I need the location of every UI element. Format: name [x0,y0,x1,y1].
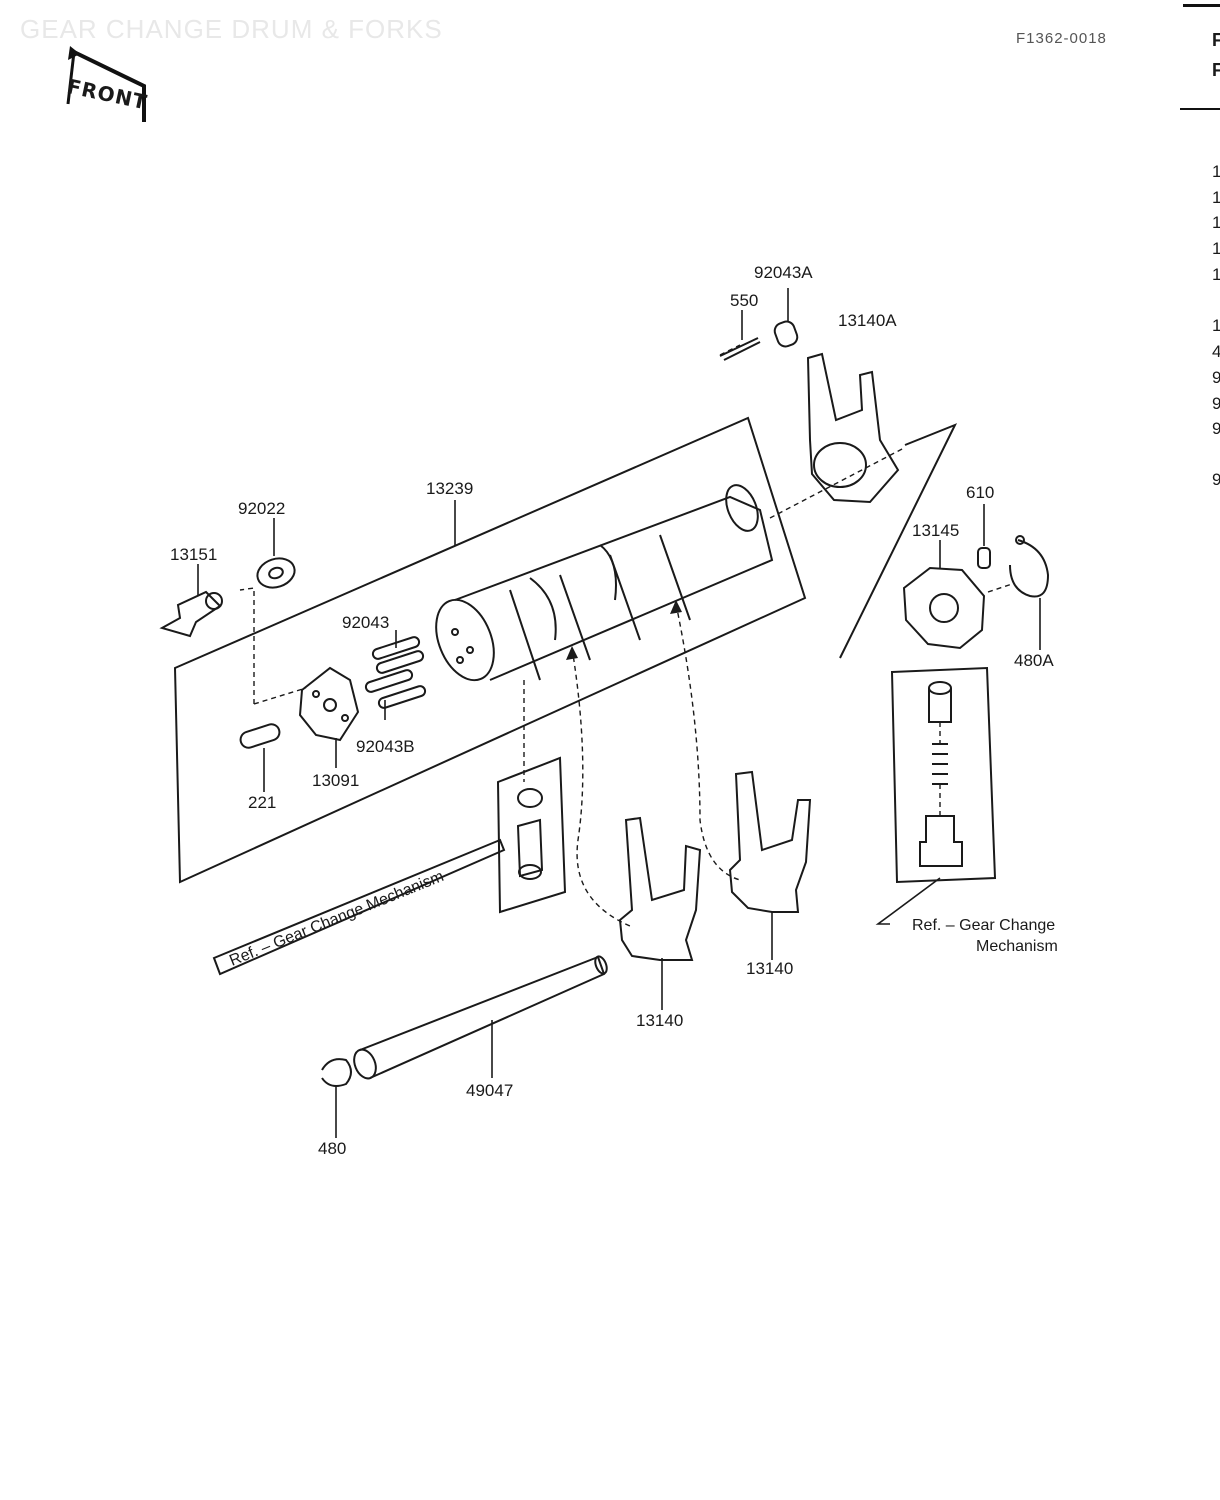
column-item: 9 [1212,470,1220,489]
fork-shaft-part [353,955,608,1080]
column-item: 1 [1212,188,1220,207]
neutral-switch-part [159,590,223,638]
shift-fork-a-part [806,352,900,504]
label-550: 550 [730,291,758,310]
cam-plate-part [902,566,986,650]
pin-cutout-frame [496,756,567,914]
circlip-480-part [321,1058,352,1087]
washer-part [256,557,296,589]
detent-plunger-part [919,681,963,867]
drum-group-frame [173,416,807,884]
pin-92043a-part [773,320,799,348]
column-item: 1 [1212,239,1220,258]
label-92043: 92043 [342,613,389,632]
ref-bar-left [212,838,506,976]
cam-group-frame [839,423,958,659]
ref-note-right-line1: Ref. – Gear Change [912,917,1055,934]
column-divider [1180,108,1220,110]
column-item: 9 [1212,368,1220,387]
ref-note-right-line2: Mechanism [976,938,1058,955]
column-item: 1 [1212,265,1220,284]
drum-end-plate-part [298,666,360,742]
label-480: 480 [318,1139,346,1158]
column-item: 1 [1212,162,1220,181]
column-item: 9 [1212,394,1220,413]
label-92043b: 92043B [356,737,415,756]
label-480a: 480A [1014,651,1054,670]
column-heading-1: F [1212,30,1220,50]
label-13140a: 13140A [838,311,897,330]
drum-pins-part [364,636,427,709]
label-13140-left: 13140 [636,1011,683,1030]
detent-cutout-frame [890,666,997,884]
shift-drum-part [435,484,774,682]
screw-part [239,723,281,749]
label-13145: 13145 [912,521,959,540]
label-92022: 92022 [238,499,285,518]
column-heading-2: F [1212,60,1220,80]
page-title: GEAR CHANGE DRUM & FORKS [20,14,443,44]
label-13091: 13091 [312,771,359,790]
column-top-rule [1183,4,1220,7]
column-item: 1 [1212,213,1220,232]
drawing-code: F1362-0018 [1016,30,1107,47]
cotter-pin-550-part [719,337,761,361]
label-13239: 13239 [426,479,473,498]
label-610: 610 [966,483,994,502]
label-221: 221 [248,793,276,812]
pin-holder-part [516,788,544,880]
column-item: 9 [1212,419,1220,438]
label-13140-right: 13140 [746,959,793,978]
ref-note-left: Ref. – Gear Change Mechanism [227,868,446,970]
shift-fork-left-part [618,816,702,961]
circlip-480a-part [1009,535,1050,598]
parts-list-column: F F 1 1 1 1 1 1 4 9 9 9 9 [1180,0,1220,520]
label-92043a: 92043A [754,263,813,282]
shift-fork-right-part [728,770,812,913]
front-arrow-icon [60,42,156,128]
label-49047: 49047 [466,1081,513,1100]
label-13151: 13151 [170,545,217,564]
pin-610-part [977,547,991,569]
column-item: 4 [1212,342,1220,361]
column-item: 1 [1212,316,1220,335]
